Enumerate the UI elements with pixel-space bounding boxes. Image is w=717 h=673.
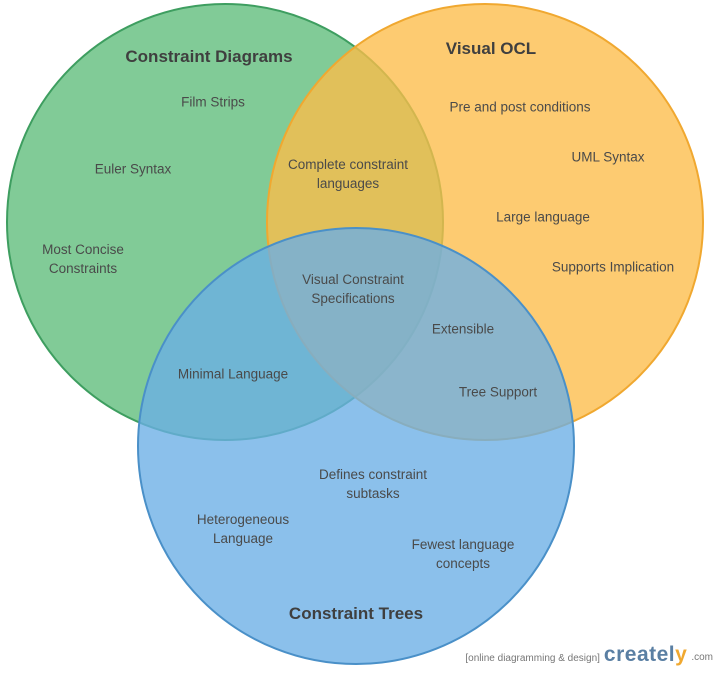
set-title-constraint-trees: Constraint Trees bbox=[288, 604, 424, 623]
creately-logo-text: createl bbox=[603, 643, 676, 666]
label-film-strips: Film Strips bbox=[181, 94, 245, 110]
set-title-constraint-diagrams: Constraint Diagrams bbox=[125, 47, 293, 66]
creately-watermark: [online diagramming & design] creately .… bbox=[465, 643, 713, 667]
label-extensible: Extensible bbox=[431, 321, 495, 337]
creately-logo: creately bbox=[604, 643, 687, 667]
set-title-visual-ocl: Visual OCL bbox=[445, 39, 537, 58]
creately-logo-accent: y bbox=[675, 643, 688, 666]
label-tree-support: Tree Support bbox=[458, 384, 538, 400]
label-supports-implication: Supports Implication bbox=[551, 259, 675, 275]
watermark-tagline: [online diagramming & design] bbox=[465, 653, 600, 664]
label-large-language: Large language bbox=[496, 209, 590, 225]
label-minimal-language: Minimal Language bbox=[177, 366, 289, 382]
label-uml-syntax: UML Syntax bbox=[571, 149, 645, 165]
label-euler-syntax: Euler Syntax bbox=[94, 161, 172, 177]
label-pre-post-conditions: Pre and post conditions bbox=[449, 99, 591, 115]
constraint-trees-circle bbox=[137, 227, 575, 665]
watermark-domain: .com bbox=[691, 652, 713, 663]
